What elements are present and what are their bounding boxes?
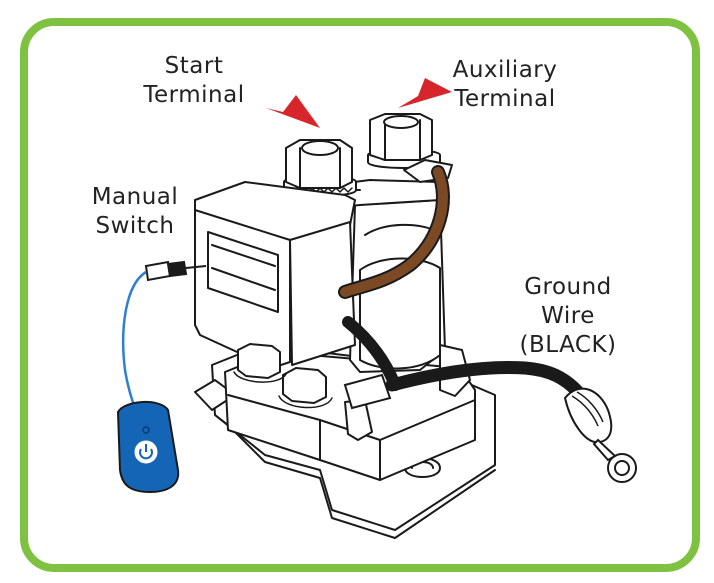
start-terminal-label: Start Terminal	[138, 52, 250, 110]
manual-switch-label-line2: Switch	[95, 213, 175, 239]
switch-wire-pin	[185, 265, 207, 269]
auxiliary-terminal-label: Auxiliary Terminal	[440, 56, 570, 114]
front-cover-side	[289, 221, 356, 366]
ground-wire-label-line2: Wire	[541, 303, 595, 329]
start-terminal-cap	[301, 140, 339, 156]
cover-window-bar	[211, 244, 276, 291]
manual-switch-label-line1: Manual	[91, 184, 179, 210]
manual-switch-label: Manual Switch	[80, 183, 190, 241]
ground-wire-label-line1: Ground	[524, 274, 612, 300]
start-terminal-nut-face	[299, 147, 341, 189]
brown-wire-fill	[340, 167, 448, 297]
start-terminal-arrow-icon	[266, 95, 320, 128]
power-button-glyph	[139, 444, 153, 460]
auxiliary-terminal-cap	[383, 115, 419, 129]
auxiliary-terminal-label-line2: Terminal	[454, 86, 556, 112]
ground-wire	[342, 316, 401, 391]
front-left-stud-nut	[237, 343, 281, 379]
auxiliary-terminal-arrow-icon	[398, 78, 452, 108]
start-terminal-label-line2: Terminal	[143, 82, 245, 108]
ground-wire-label-line3: (BLACK)	[519, 332, 617, 358]
ground-wire-connector	[343, 373, 392, 410]
start-terminal-label-line1: Start	[164, 53, 224, 79]
ground-ring-terminal-hole	[614, 460, 630, 476]
ground-wire-label: Ground Wire (BLACK)	[508, 273, 628, 360]
front-right-stud-nut	[282, 367, 327, 404]
front-left-stud-washer	[233, 371, 287, 383]
lower-housing-edge	[319, 419, 381, 481]
ground-ring-terminal-sleeve	[563, 387, 613, 444]
switch-wire-plug	[144, 260, 172, 282]
ground-ring-terminal-ridges	[571, 391, 604, 427]
switch-led	[142, 426, 150, 434]
ground-ring-terminal-neck	[592, 438, 617, 462]
switch-wire-plug-tip	[166, 260, 188, 278]
auxiliary-terminal-nut-face	[384, 119, 421, 161]
cover-window	[207, 231, 279, 313]
front-right-stud-washer	[278, 395, 333, 409]
auxiliary-terminal-label-line1: Auxiliary	[452, 57, 558, 83]
ground-wire-main	[385, 361, 585, 399]
